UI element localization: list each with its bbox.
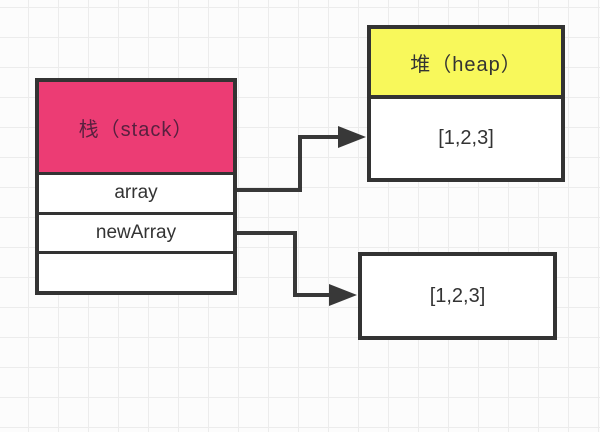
arrow-newarray-to-value-box bbox=[236, 231, 357, 306]
stack-box: 栈（stack） array newArray bbox=[35, 78, 237, 295]
heap-box: 堆（heap） [1,2,3] bbox=[367, 25, 565, 182]
arrowhead-icon bbox=[338, 126, 366, 148]
detached-value-box: [1,2,3] bbox=[358, 252, 557, 340]
stack-row-newarray: newArray bbox=[39, 211, 233, 252]
stack-header: 栈（stack） bbox=[39, 82, 233, 172]
stack-row-empty bbox=[39, 251, 233, 292]
arrowhead-icon bbox=[329, 284, 357, 306]
heap-value-cell: [1,2,3] bbox=[438, 127, 494, 149]
heap-header: 堆（heap） bbox=[371, 29, 561, 99]
stack-row-array: array bbox=[39, 172, 233, 212]
arrow-array-to-heap bbox=[236, 126, 366, 192]
